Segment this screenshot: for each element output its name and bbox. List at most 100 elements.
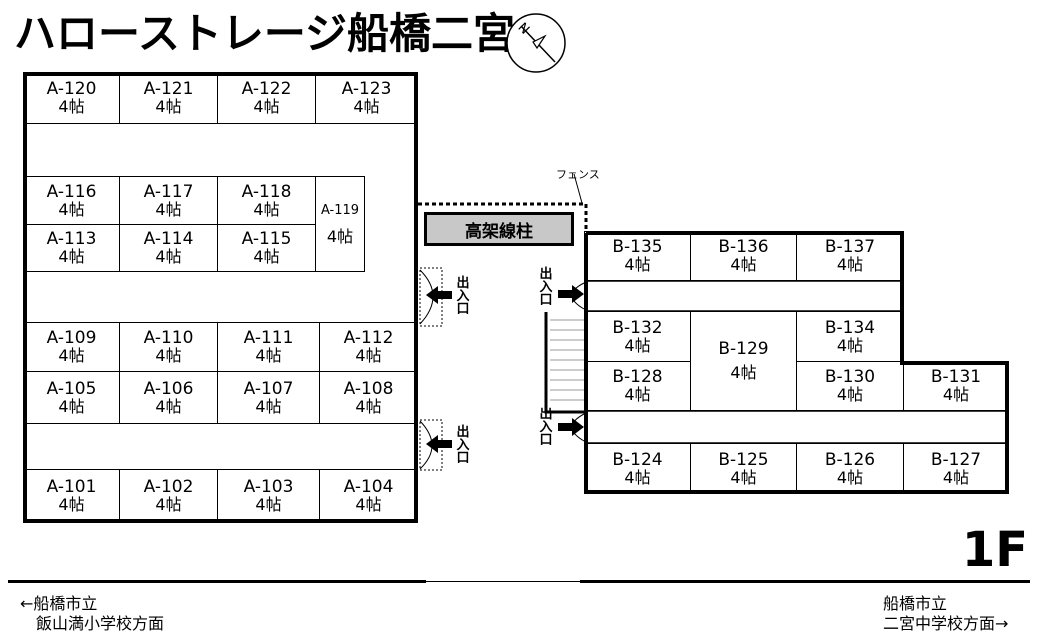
- unit-size: 4帖: [253, 247, 280, 266]
- unit-size: 4帖: [155, 396, 182, 416]
- direction-right: 船橋市立 二宮中学校方面→: [883, 594, 1008, 634]
- unit-id: A-110: [143, 328, 194, 348]
- unit-size: 4帖: [58, 495, 85, 514]
- unit-id: B-129: [718, 339, 769, 359]
- unit-id: A-108: [343, 378, 394, 399]
- arrow-left-icon: [426, 286, 452, 304]
- unit-size: 4帖: [624, 467, 651, 487]
- unit-size: 4帖: [624, 255, 651, 274]
- unit-size: 4帖: [253, 97, 280, 116]
- door-b-upper: [558, 282, 585, 310]
- unit-id: A-114: [143, 229, 194, 249]
- direction-left-line2: 飯山満小学校方面: [36, 614, 165, 633]
- unit-id: A-116: [46, 181, 97, 202]
- building-a: [23, 72, 418, 523]
- road-line-left: [8, 580, 426, 583]
- unit-size: 4帖: [58, 346, 85, 365]
- unit-id: A-121: [143, 79, 194, 99]
- unit-size: 4帖: [355, 396, 382, 416]
- unit-id: A-105: [46, 378, 97, 399]
- unit-id: B-136: [718, 237, 769, 257]
- unit-id: A-115: [241, 229, 292, 249]
- page-title: ハローストレージ船橋二宮: [14, 9, 516, 58]
- unit-size: 4帖: [155, 495, 182, 514]
- unit-id: A-104: [343, 477, 394, 497]
- compass-icon: N: [506, 13, 566, 73]
- unit-id: A-120: [46, 79, 97, 99]
- arrow-right-icon: [558, 285, 584, 303]
- entrance-label-a-lower: 出入口: [456, 425, 470, 466]
- unit-id: A-113: [46, 229, 97, 249]
- unit-id: A-122: [241, 79, 292, 99]
- unit-id: A-119: [320, 203, 360, 218]
- unit-id: A-107: [243, 378, 294, 399]
- unit-id: A-106: [143, 378, 194, 399]
- unit-id: B-127: [930, 449, 982, 470]
- unit-id: A-101: [46, 477, 97, 497]
- unit-id: A-123: [341, 79, 392, 99]
- unit-size: 4帖: [58, 97, 85, 116]
- unit-size: 4帖: [253, 199, 280, 219]
- unit-size: 4帖: [836, 255, 864, 274]
- unit-id: B-130: [824, 367, 876, 387]
- unit-b-129[interactable]: B-129 4帖: [690, 311, 797, 411]
- unit-id: B-125: [718, 449, 769, 470]
- elevated-track-pillar: 高架線柱: [424, 212, 574, 246]
- fence-label: フェンス: [556, 168, 600, 181]
- unit-id: B-128: [612, 367, 663, 387]
- unit-size: 4帖: [942, 385, 970, 404]
- road-line-center: [426, 581, 580, 582]
- door-a-lower: [419, 419, 452, 471]
- unit-size: 4帖: [58, 199, 85, 219]
- unit-id: A-117: [143, 181, 194, 202]
- unit-id: A-102: [143, 477, 194, 497]
- arrow-right-icon: [558, 418, 584, 436]
- unit-size: 4帖: [942, 467, 970, 487]
- door-a-upper: [419, 267, 452, 327]
- entrance-label-b-upper: 出入口: [539, 267, 553, 308]
- unit-size: 4帖: [155, 199, 182, 219]
- unit-size: 4帖: [624, 385, 651, 404]
- unit-id: B-131: [930, 367, 982, 387]
- unit-id: B-134: [824, 317, 876, 338]
- door-b-lower: [558, 413, 585, 442]
- unit-id: A-112: [343, 328, 394, 348]
- unit-id: A-111: [243, 328, 294, 348]
- unit-size: 4帖: [730, 363, 757, 382]
